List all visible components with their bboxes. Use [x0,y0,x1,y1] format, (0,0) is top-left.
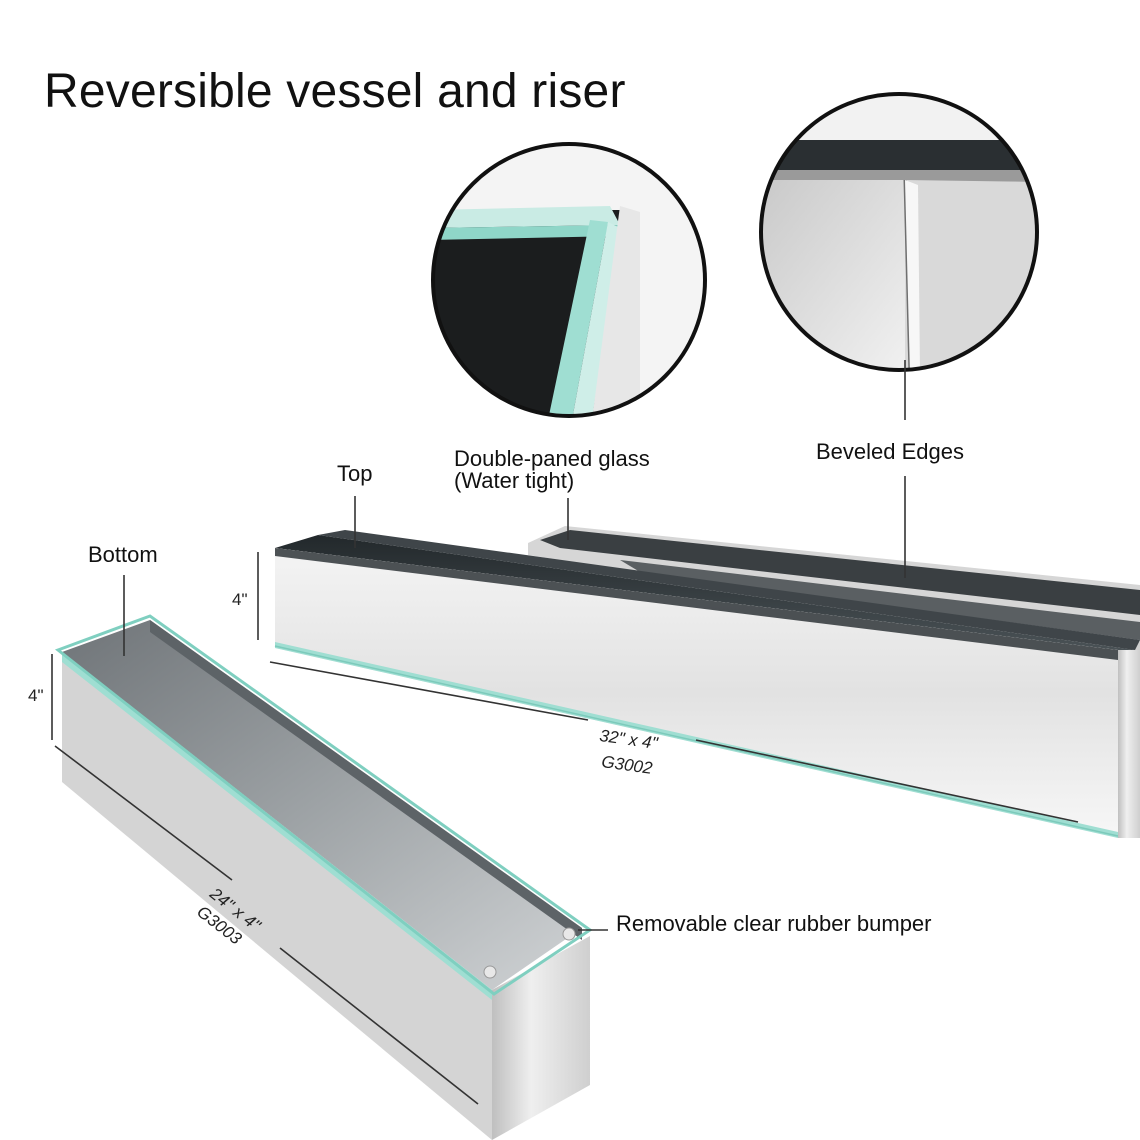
label-beveled-edges: Beveled Edges [816,439,964,464]
label-double-paned-line1: Double-paned glass [454,446,650,471]
double-paned-detail [431,142,707,418]
dim-line-bottom-length-a [54,745,233,881]
dim-line-top-length-b [695,739,1079,823]
label-bumper: Removable clear rubber bumper [616,911,932,936]
dim-bottom-height: 4" [28,686,44,705]
label-bottom: Bottom [88,542,158,567]
label-double-paned-line2: (Water tight) [454,468,575,493]
beveled-edges-detail [759,92,1039,372]
leader-lines [51,360,1079,1105]
label-top: Top [337,461,373,486]
page-title: Reversible vessel and riser [44,65,626,118]
label-double-paned: Double-paned glass (Water tight) [454,448,650,492]
bottom-vessel [54,614,593,1140]
dim-line-bottom-length-b [279,947,479,1105]
dim-top-height: 4" [232,590,248,609]
dim-line-top-length-a [269,661,589,721]
top-vessel [274,530,1140,838]
